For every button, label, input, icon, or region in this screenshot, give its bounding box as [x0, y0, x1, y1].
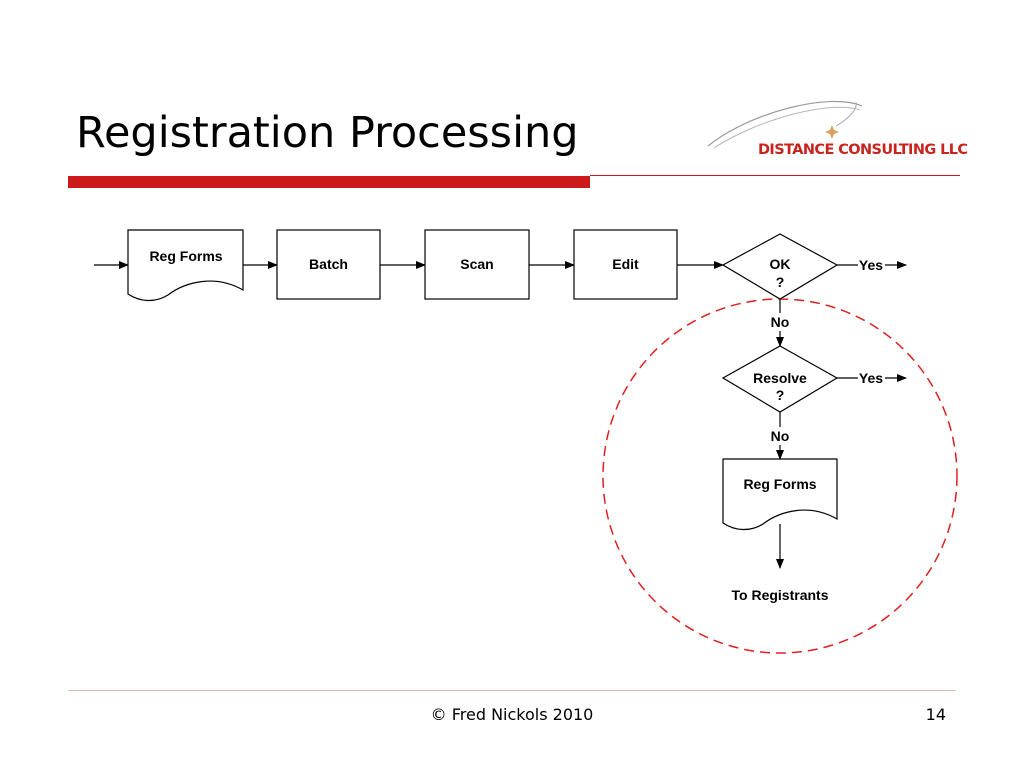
scan-node: Scan [424, 229, 530, 300]
resolve-decision-label-line1: Resolve [753, 370, 807, 386]
footer-divider [68, 690, 956, 691]
reg-forms-in-node: Reg Forms [127, 229, 244, 302]
resolve-no-label: No [771, 428, 790, 444]
page-number: 14 [925, 705, 946, 724]
logo-text: DISTANCE CONSULTING LLC [758, 142, 968, 158]
to-registrants-label: To Registrants [732, 587, 829, 603]
scan-label: Scan [460, 256, 493, 272]
title-underline-thick [68, 176, 590, 188]
resolve-decision-label-line2: ? [776, 387, 785, 403]
ok-yes-label: Yes [859, 257, 883, 273]
reg-forms-out-label: Reg Forms [743, 476, 816, 492]
batch-node: Batch [276, 229, 381, 300]
edit-node: Edit [573, 229, 678, 300]
batch-label: Batch [309, 256, 348, 272]
reg-forms-out-node: Reg Forms [722, 458, 838, 531]
ok-decision-label-line1: OK [770, 256, 791, 272]
ok-no-label: No [771, 314, 790, 330]
reg-forms-in-label: Reg Forms [149, 248, 222, 264]
slide-title: Registration Processing [76, 108, 579, 158]
ok-decision-node: OK ? [721, 233, 839, 300]
ok-decision-label-line2: ? [776, 274, 785, 290]
logo-swoosh-icon [707, 100, 863, 149]
resolve-decision-node: Resolve ? [721, 345, 839, 413]
title-underline-thin [590, 175, 960, 176]
footer-credit: © Fred Nickols 2010 [430, 705, 594, 724]
edit-label: Edit [612, 256, 639, 272]
resolve-yes-label: Yes [859, 370, 883, 386]
